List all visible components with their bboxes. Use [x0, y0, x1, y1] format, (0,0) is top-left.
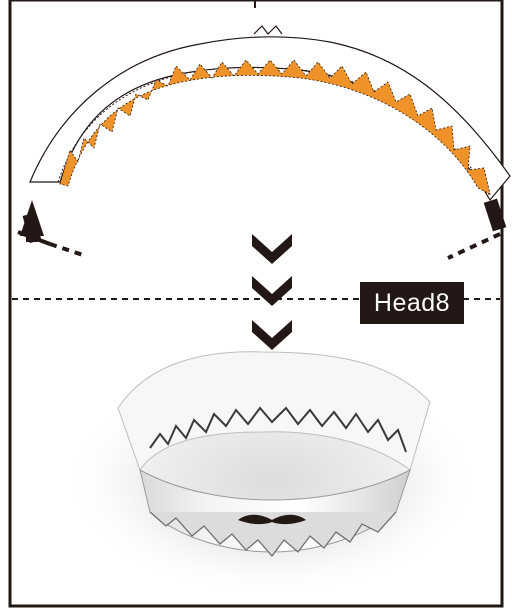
head-label: Head8 — [360, 282, 464, 324]
template-band — [30, 26, 510, 200]
assembled-head-photo — [62, 352, 482, 600]
chevron-down-icon — [252, 234, 292, 350]
right-tab-marker — [448, 199, 506, 258]
up-arrow-icon — [18, 200, 86, 256]
